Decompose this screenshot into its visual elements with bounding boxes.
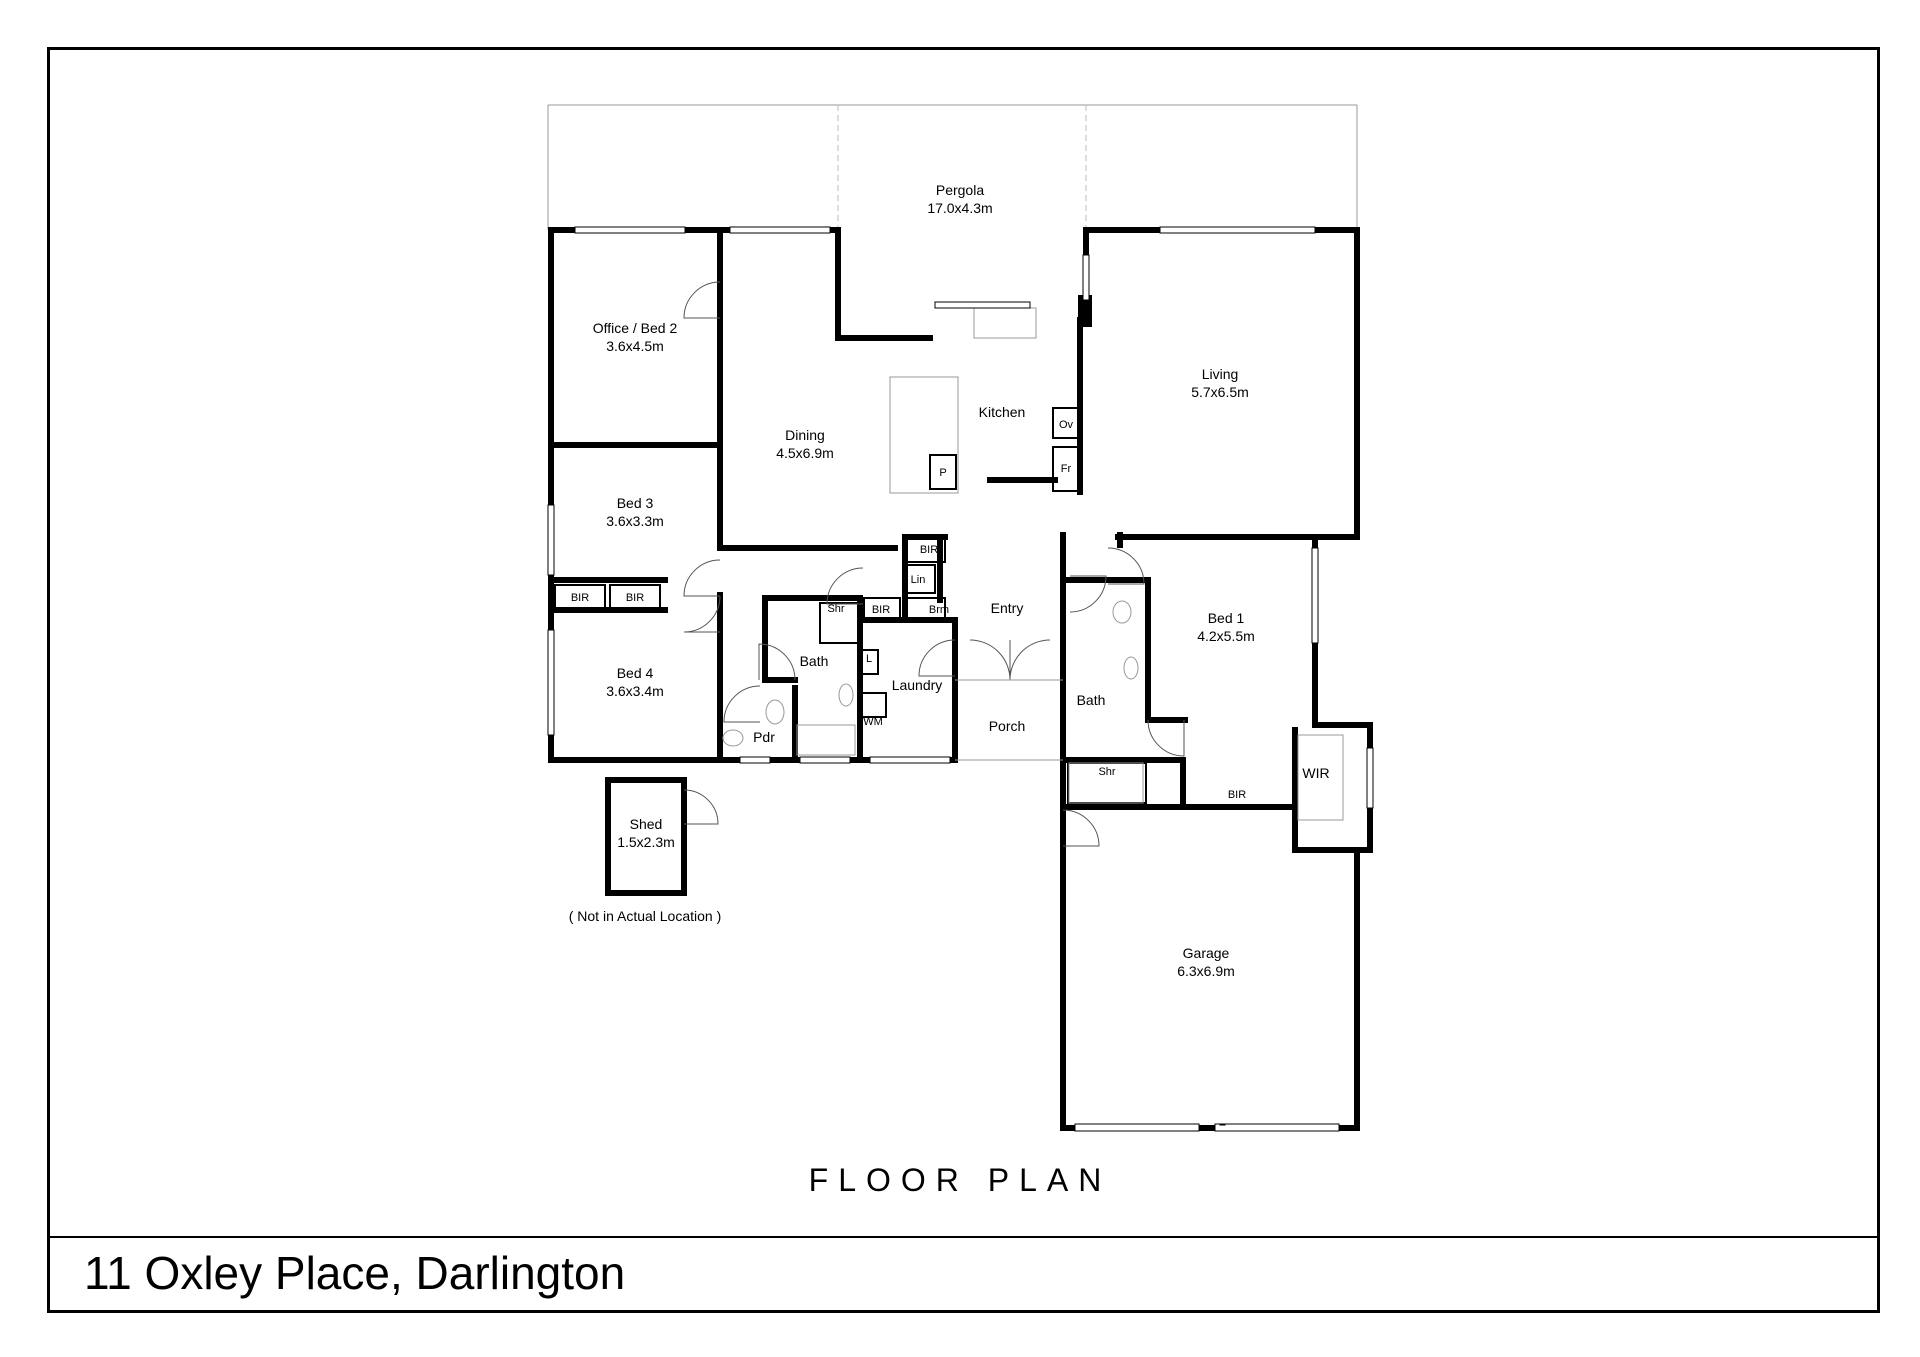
lin-label: Lin xyxy=(911,574,926,586)
garage-size: 6.3x6.9m xyxy=(1177,963,1235,979)
pdr-label: Pdr xyxy=(753,729,775,745)
bir-bed1-label: BIR xyxy=(1228,789,1246,801)
pergola-area xyxy=(547,104,1358,230)
washing-machine-label: WM xyxy=(863,716,883,728)
bed4-label: Bed 4 xyxy=(617,665,654,681)
laundry-tub-label: L xyxy=(866,653,872,665)
kitchen-label: Kitchen xyxy=(979,404,1026,420)
dining-label: Dining xyxy=(785,427,825,443)
windows xyxy=(547,226,1374,1126)
fridge-label: Fr xyxy=(1061,463,1072,475)
office-label: Office / Bed 2 xyxy=(593,320,678,336)
kitchen-fixtures xyxy=(889,307,1081,494)
pergola-size: 17.0x4.3m xyxy=(927,200,992,216)
porch-label: Porch xyxy=(989,718,1026,734)
living-size: 5.7x6.5m xyxy=(1191,384,1249,400)
oven-label: Ov xyxy=(1059,419,1074,431)
bathroom-fixtures xyxy=(722,600,1144,804)
bed3-size: 3.6x3.3m xyxy=(606,513,664,529)
living-label: Living xyxy=(1202,366,1239,382)
bir-bed3-label: BIR xyxy=(571,592,589,604)
bed1-label: Bed 1 xyxy=(1208,610,1245,626)
garage-label: Garage xyxy=(1183,945,1230,961)
shr-ensuite-label: Shr xyxy=(1098,766,1115,778)
bir-hall-label: BIR xyxy=(872,604,890,616)
bath-main-label: Bath xyxy=(800,653,829,669)
dining-size: 4.5x6.9m xyxy=(776,445,834,461)
bed4-size: 3.6x3.4m xyxy=(606,683,664,699)
fixture-labels: BIR BIR BIR BIR BIR Lin Brm Shr Shr Ov F… xyxy=(571,419,1246,801)
room-labels: Pergola 17.0x4.3m Office / Bed 2 3.6x4.5… xyxy=(569,182,1330,979)
wir-label: WIR xyxy=(1302,765,1329,781)
exterior-walls xyxy=(548,227,1373,1131)
bath-ensuite-label: Bath xyxy=(1077,692,1106,708)
garage-doors xyxy=(1074,1123,1340,1132)
bed3-label: Bed 3 xyxy=(617,495,654,511)
laundry-label: Laundry xyxy=(892,677,943,693)
shed-note: ( Not in Actual Location ) xyxy=(569,908,722,924)
address-footer: 11 Oxley Place, Darlington xyxy=(50,1236,1877,1310)
shed-size: 1.5x2.3m xyxy=(617,834,675,850)
plan-frame: 11 Oxley Place, Darlington xyxy=(47,47,1880,1313)
closets xyxy=(554,536,1344,821)
shr-main-label: Shr xyxy=(827,603,844,615)
shed-label: Shed xyxy=(630,816,663,832)
brm-label: Brm xyxy=(929,604,949,616)
pergola-label: Pergola xyxy=(936,182,984,198)
bed1-size: 4.2x5.5m xyxy=(1197,628,1255,644)
plan-title: FLOOR PLAN xyxy=(808,1162,1112,1198)
shed xyxy=(605,777,719,896)
bir-bed4-label: BIR xyxy=(626,592,644,604)
entry-label: Entry xyxy=(991,600,1024,616)
interior-walls xyxy=(548,227,1298,810)
doors xyxy=(683,281,1185,847)
pantry-label: P xyxy=(939,467,946,479)
property-address: 11 Oxley Place, Darlington xyxy=(84,1247,626,1299)
porch-area xyxy=(955,679,1063,761)
office-size: 3.6x4.5m xyxy=(606,338,664,354)
bir-entry-label: BIR xyxy=(920,544,938,556)
